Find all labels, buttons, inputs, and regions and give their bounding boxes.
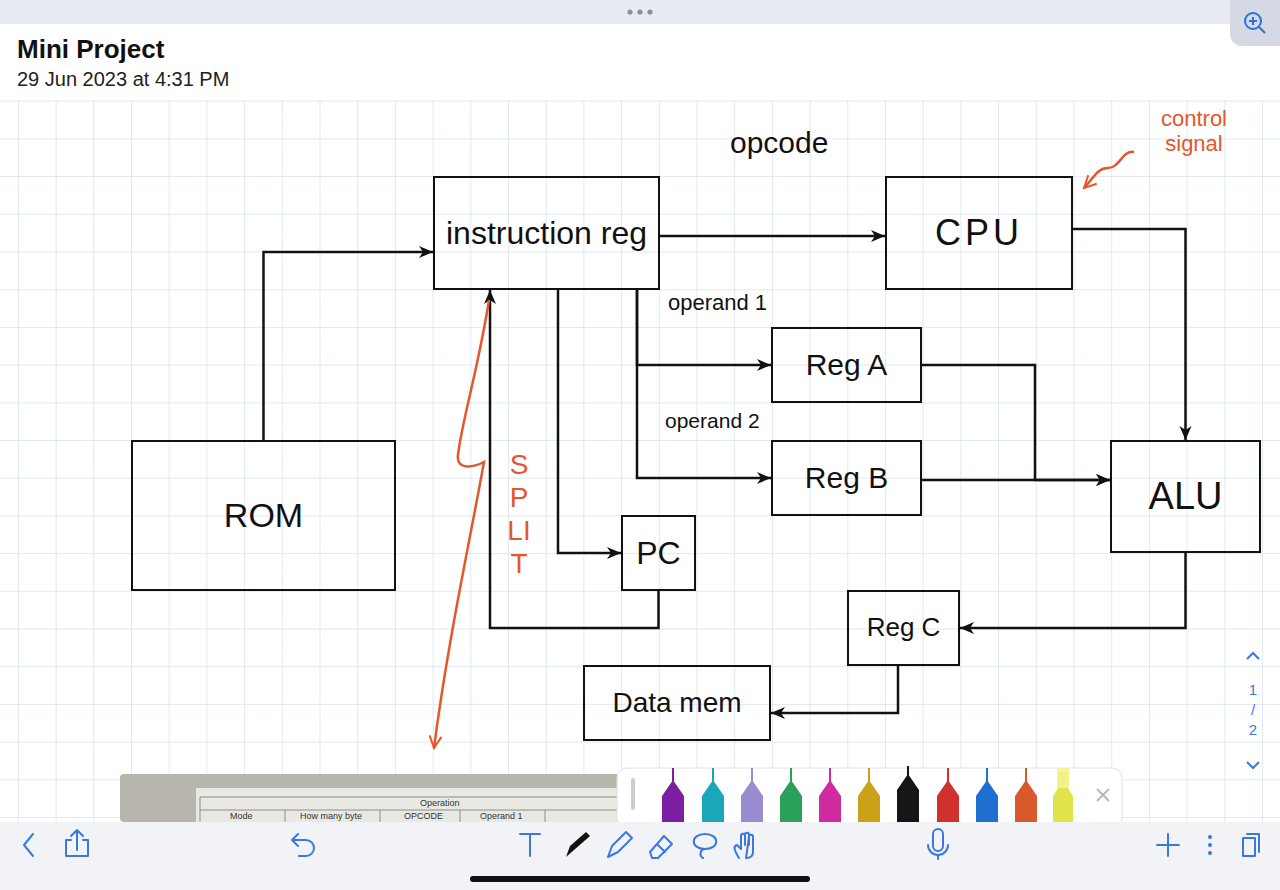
- connector-arrow: [660, 235, 885, 238]
- more-dots: [627, 9, 652, 14]
- node-label: Reg C: [867, 613, 941, 643]
- connector-arrow: [922, 479, 1110, 482]
- connector-arrow: [264, 252, 434, 440]
- callout-arrow: [1084, 152, 1134, 188]
- signal-label: operand 1: [668, 290, 767, 315]
- node-label: PC: [636, 535, 680, 572]
- node-label: Reg B: [805, 461, 888, 496]
- connector-arrow: [637, 290, 771, 365]
- register-box: Reg C: [847, 590, 960, 666]
- page-title: Mini Project: [17, 34, 164, 65]
- connector-arrow: [1073, 229, 1186, 440]
- node-label: ROM: [224, 496, 303, 535]
- connector-arrow: [558, 290, 621, 553]
- page-arrows: [1247, 653, 1259, 768]
- pen-swatches: [662, 766, 1073, 822]
- register-box: Reg A: [771, 327, 922, 403]
- connector-arrow: [490, 290, 659, 628]
- node-label: Data mem: [612, 687, 741, 719]
- more-menu: [1208, 835, 1212, 855]
- memory-box: ROM: [131, 440, 396, 591]
- table-cell: How many byte: [300, 811, 362, 821]
- counter-box: PC: [621, 515, 696, 591]
- register-box: Reg B: [771, 440, 922, 516]
- pen-panel: [617, 766, 1122, 828]
- node-label: Reg A: [806, 348, 888, 383]
- connector-arrow: [771, 666, 898, 713]
- annotation-note: SPLIT: [505, 448, 533, 580]
- register-box: instruction reg: [433, 176, 660, 290]
- toolbar-icons: [24, 829, 1259, 859]
- table-cell: Operand 1: [480, 811, 523, 821]
- bottom-toolbar: [0, 822, 1280, 890]
- top-bar: [0, 0, 1280, 24]
- home-indicator: [470, 876, 810, 882]
- cpu-box: CPU: [885, 176, 1073, 290]
- node-label: ALU: [1149, 475, 1223, 519]
- annotation-note: control signal: [1148, 106, 1240, 157]
- photo-thumbnail: [120, 774, 620, 822]
- connector-arrow: [922, 365, 1110, 480]
- zoom-button: [1230, 0, 1280, 46]
- table-cell: OPCODE: [404, 811, 443, 821]
- pen-icon: [566, 832, 590, 857]
- connector-arrow: [960, 553, 1186, 628]
- grid-paper: [0, 100, 1280, 822]
- date-stamp: 29 Jun 2023 at 4:31 PM: [17, 68, 229, 91]
- table-cell: Mode: [230, 811, 253, 821]
- table-lines: [200, 797, 620, 822]
- signal-label: opcode: [730, 126, 828, 161]
- node-label: instruction reg: [446, 215, 647, 252]
- connector-arrow: [637, 290, 771, 478]
- page-indicator: 1 / 2: [1247, 680, 1259, 740]
- close-icon: [1097, 789, 1109, 801]
- node-label: CPU: [935, 212, 1023, 253]
- signal-label: operand 2: [665, 409, 760, 433]
- alu-box: ALU: [1110, 440, 1261, 553]
- split-bracket: [434, 300, 489, 748]
- table-cell: Operation: [420, 798, 460, 808]
- memory-box: Data mem: [583, 665, 771, 741]
